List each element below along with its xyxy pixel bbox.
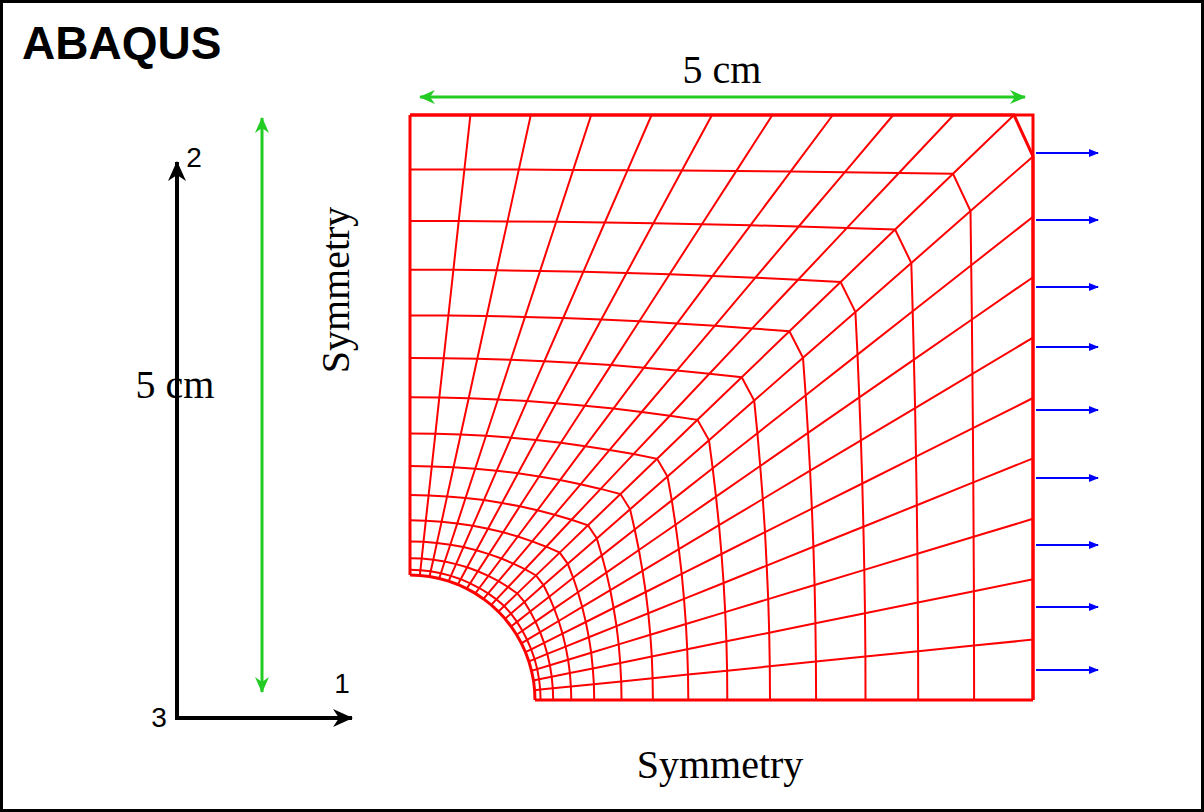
boundary-label: Symmetry: [316, 207, 356, 374]
axis-label: 2: [186, 144, 202, 172]
mesh-line: [410, 315, 816, 700]
mesh-line: [491, 115, 953, 605]
mesh-line: [410, 358, 770, 700]
mesh-line: [410, 397, 727, 700]
software-name: ABAQUS: [22, 20, 221, 66]
mesh-line: [475, 115, 833, 593]
load-arrow: [1036, 286, 1098, 288]
mesh: [410, 115, 1033, 700]
mesh-line: [410, 558, 553, 700]
mesh-line: [410, 115, 1033, 700]
axis-label: 3: [151, 704, 167, 732]
mesh-line: [410, 115, 1033, 700]
mesh-line: [409, 115, 412, 575]
load-arrow: [1036, 544, 1098, 546]
mesh-line: [410, 520, 594, 700]
load-arrow: [1036, 409, 1098, 411]
dimension-arrow: [261, 118, 264, 692]
load-arrows: [1036, 153, 1098, 670]
load-arrow: [1036, 152, 1098, 154]
mesh-line: [484, 115, 894, 599]
mesh-line: [535, 699, 1033, 702]
mesh-line: [410, 270, 866, 700]
load-arrow: [1036, 669, 1098, 671]
mesh-line: [410, 466, 653, 700]
load-arrow: [1036, 606, 1098, 608]
mesh-line: [410, 221, 918, 700]
mesh-line: [420, 115, 471, 575]
mesh-line: [410, 542, 571, 701]
dimension-arrow: [420, 96, 1025, 99]
axis-label: 1: [334, 670, 350, 698]
axis-arrow: [175, 716, 352, 720]
dimension-label: 5 cm: [683, 50, 762, 90]
load-arrow: [1036, 477, 1098, 479]
boundary-label: Symmetry: [637, 745, 804, 785]
axis-arrow: [175, 162, 179, 720]
mesh-line: [410, 570, 541, 700]
dimension-label: 5 cm: [136, 365, 215, 405]
load-arrow: [1036, 219, 1098, 221]
load-arrow: [1036, 346, 1098, 348]
mesh-line: [410, 495, 622, 700]
mesh-line: [410, 170, 974, 701]
mesh-line: [410, 433, 688, 700]
mesh-line: [526, 398, 1034, 652]
mesh-line: [532, 519, 1034, 671]
